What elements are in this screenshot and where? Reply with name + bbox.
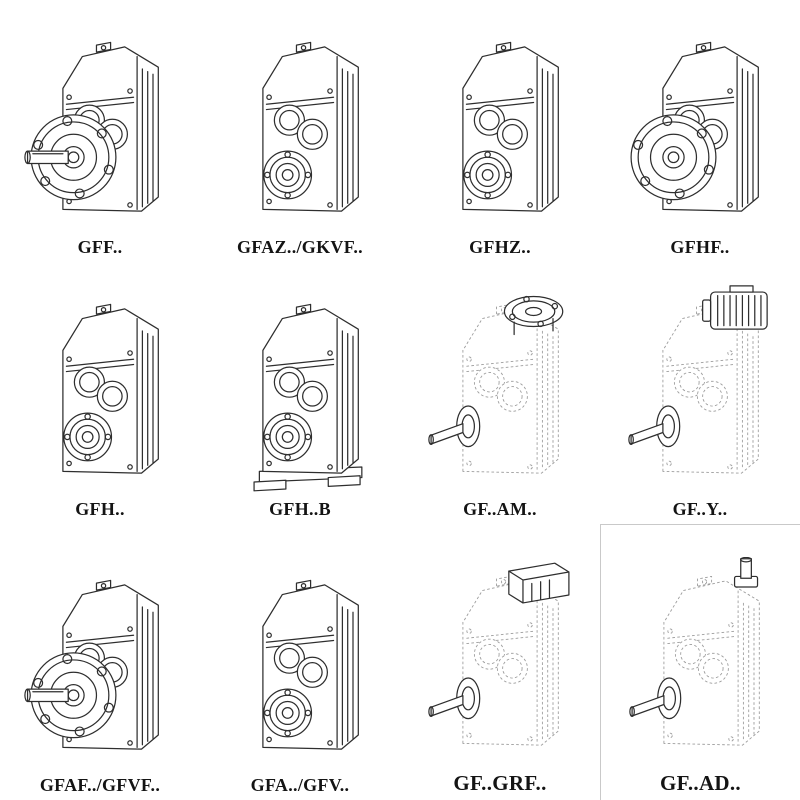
model-label: GFAZ../GKVF.. (237, 237, 363, 257)
model-label: GFA../GFV.. (250, 775, 350, 795)
adapter-box (508, 562, 570, 604)
gf-ad-gear-unit-drawing (628, 557, 760, 746)
output-shaft (24, 150, 69, 165)
cell-gf-grf: GF..GRF.. (400, 524, 600, 800)
output-shaft (428, 677, 481, 720)
gf-am-gear-unit-drawing (428, 295, 564, 474)
input-shaft-adapter (733, 557, 758, 588)
model-label: GF..AD.. (660, 771, 741, 795)
output-flange (630, 114, 717, 201)
cell-gfhz: GFHZ.. (400, 0, 600, 262)
cell-gfaf-gfvf: GFAF../GFVF.. (0, 524, 200, 800)
gfaz-gkvf-gear-unit-drawing (262, 41, 359, 212)
cell-gfh-b: GFH..B (200, 262, 400, 524)
cell-gf-am: GF..AM.. (400, 262, 600, 524)
cell-gf-ad: GF..AD.. (600, 524, 800, 800)
gfa-gfv-gear-unit-drawing (262, 579, 359, 750)
cell-gf-y: GF..Y.. (600, 262, 800, 524)
model-label: GFH..B (269, 499, 331, 519)
output-shaft (428, 405, 481, 448)
model-label: GFAF../GFVF.. (39, 775, 161, 795)
cell-gfa-gfv: GFA../GFV.. (200, 524, 400, 800)
gfhf-gear-unit-drawing (630, 41, 759, 212)
gfh-b-gear-unit-drawing (253, 303, 363, 492)
hollow-output (263, 688, 313, 738)
model-label: GFH.. (75, 499, 125, 519)
model-label: GF..Y.. (672, 499, 728, 519)
gfhz-gear-unit-drawing (462, 41, 559, 212)
model-label: GFF.. (77, 237, 123, 257)
cell-gfh: GFH.. (0, 262, 200, 524)
hollow-output (263, 150, 313, 200)
output-shaft (628, 405, 681, 448)
gff-gear-unit-drawing (24, 41, 159, 212)
gfaf-gfvf-gear-unit-drawing (24, 579, 159, 750)
hollow-output (263, 412, 313, 462)
output-shaft (628, 677, 681, 720)
cell-gff: GFF.. (0, 0, 200, 262)
hollow-output (63, 412, 113, 462)
model-label: GFHZ.. (469, 237, 531, 257)
cell-gfhf: GFHF.. (600, 0, 800, 262)
model-label: GF..AM.. (463, 499, 537, 519)
model-label: GF..GRF.. (453, 771, 547, 795)
cell-gfaz-gkvf: GFAZ../GKVF.. (200, 0, 400, 262)
gf-grf-gear-unit-drawing (428, 562, 570, 746)
gf-y-gear-unit-drawing (628, 285, 768, 474)
model-label: GFHF.. (670, 237, 730, 257)
output-shaft (24, 688, 69, 703)
mounted-motor (702, 285, 768, 330)
gfh-gear-unit-drawing (62, 303, 159, 474)
hollow-output (463, 150, 513, 200)
